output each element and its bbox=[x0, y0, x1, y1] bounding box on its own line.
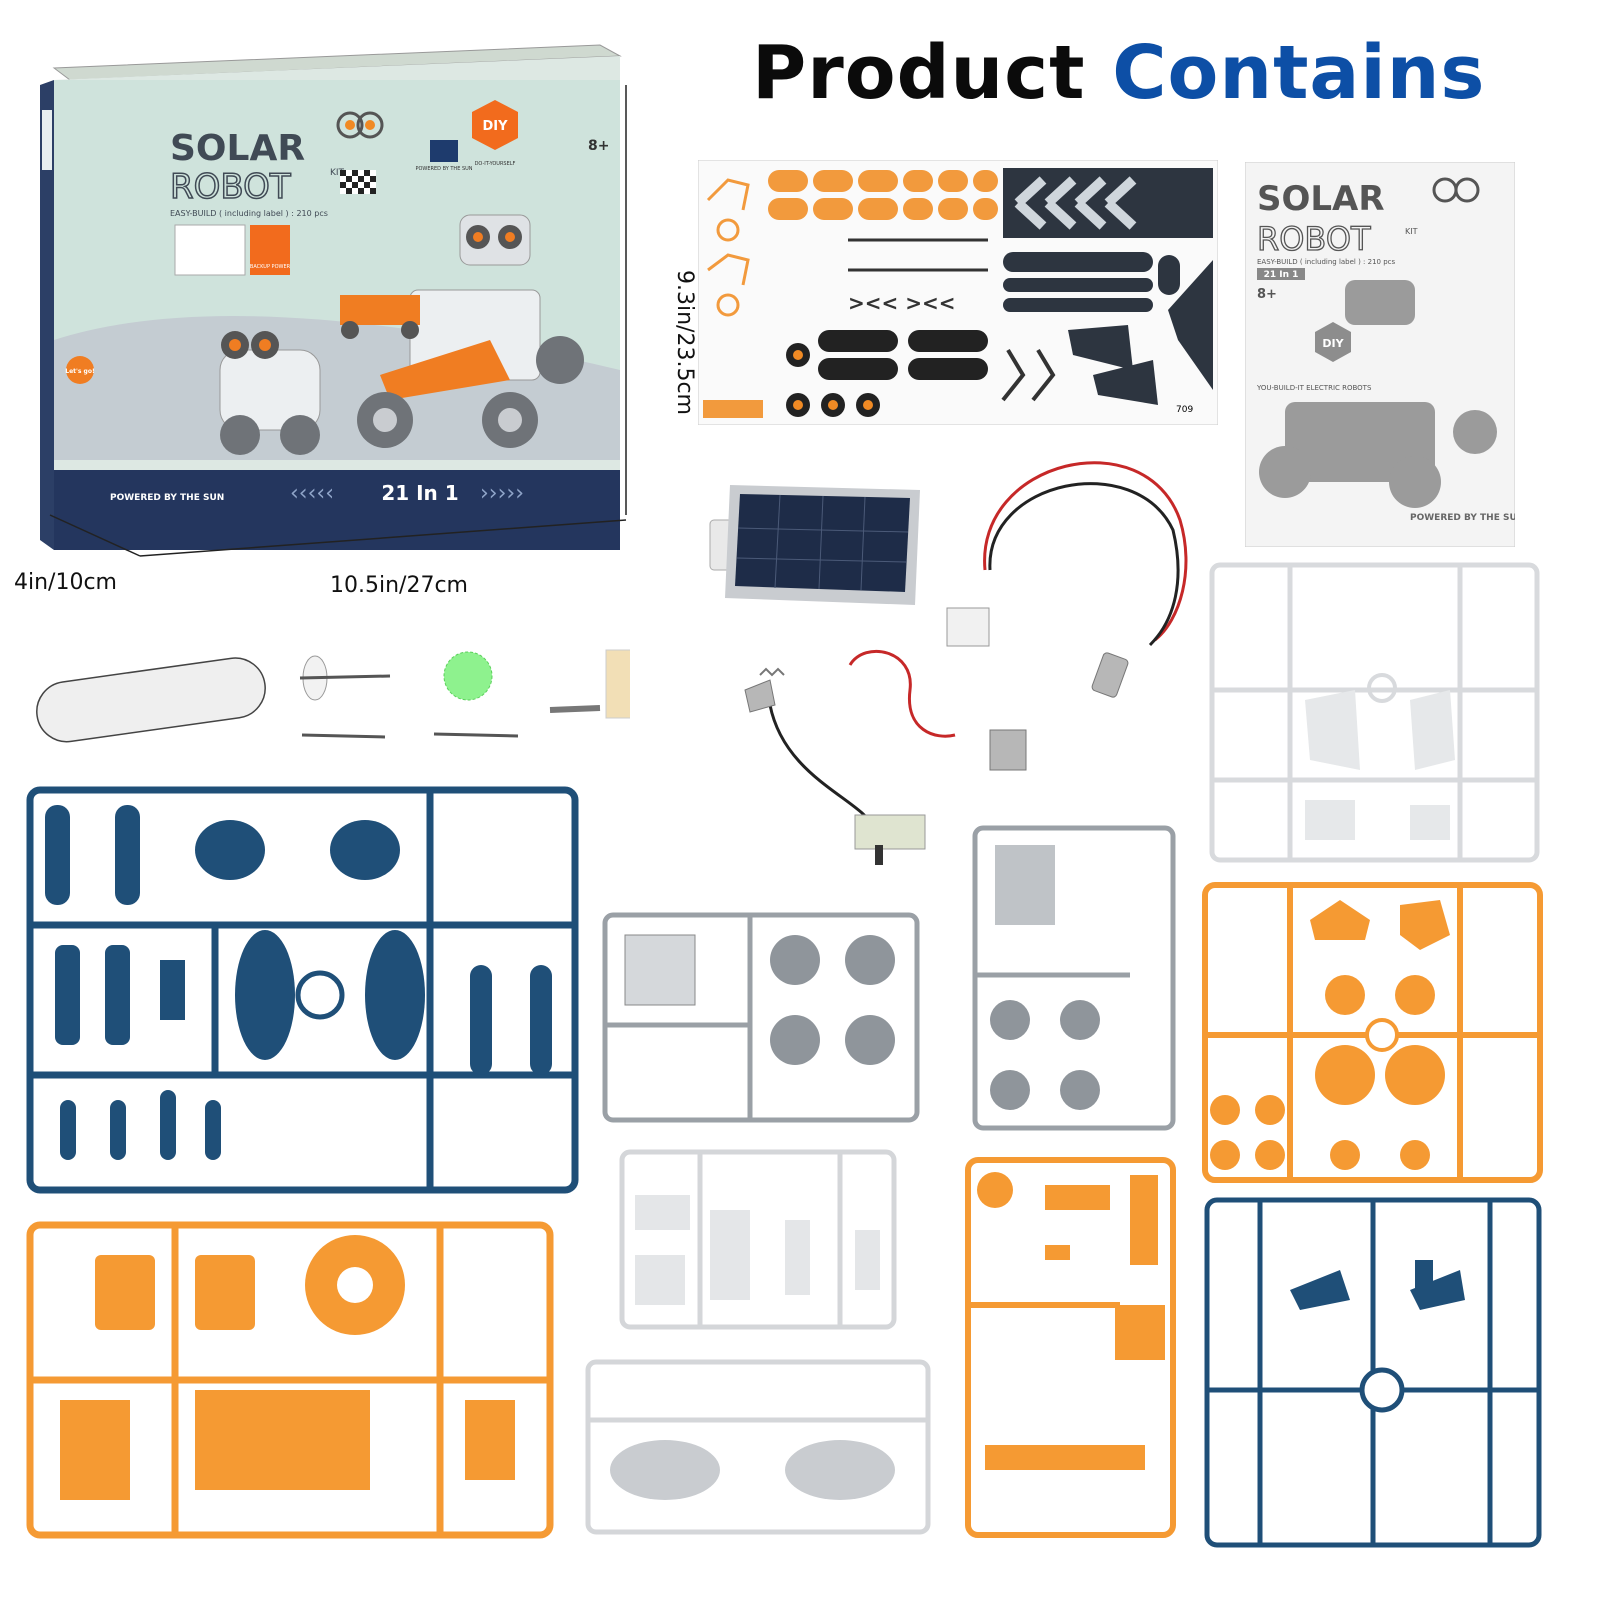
tape-pad bbox=[605, 649, 630, 719]
manual-kit: KIT bbox=[1405, 227, 1418, 236]
screw-icon bbox=[549, 705, 601, 713]
sprue-white-bottom bbox=[585, 1359, 931, 1535]
page-title: Product Contains bbox=[752, 30, 1552, 116]
dimension-depth: 4in/10cm bbox=[14, 570, 117, 595]
svg-text:><< ><<: ><< ><< bbox=[848, 291, 956, 315]
svg-text:›››››: ››››› bbox=[480, 481, 524, 506]
box-powered-footer: POWERED BY THE SUN bbox=[110, 493, 224, 503]
dimension-width: 10.5in/27cm bbox=[330, 573, 468, 598]
sprue-gray-wheels bbox=[602, 912, 920, 1123]
sticker-sheet-number: 709 bbox=[1176, 405, 1193, 415]
box-diy: DIY bbox=[482, 119, 508, 134]
box-age: 8+ bbox=[588, 138, 609, 154]
spring-icon bbox=[759, 667, 785, 677]
manual-subtitle: EASY-BUILD ( including label ) : 210 pcs bbox=[1257, 258, 1396, 266]
checkered-flag-icon bbox=[340, 170, 376, 194]
manual-age: 8+ bbox=[1257, 287, 1277, 302]
sticker-sheet: ><< ><< 709 bbox=[698, 160, 1218, 425]
solar-panel bbox=[709, 485, 920, 605]
dimension-lines bbox=[49, 85, 627, 557]
box-kit: KIT bbox=[330, 168, 345, 178]
battery-clip-icon bbox=[744, 679, 776, 713]
box-brand-top: SOLAR bbox=[170, 128, 305, 169]
box-diy-sub: DO-IT-YOURSELF bbox=[475, 161, 516, 167]
axle-pin-1 bbox=[301, 733, 386, 739]
product-box: SOLAR ROBOT KIT EASY-BUILD ( including l… bbox=[40, 44, 622, 550]
svg-text:‹‹‹‹‹: ‹‹‹‹‹ bbox=[290, 481, 334, 506]
manual-count: 21 In 1 bbox=[1264, 270, 1299, 280]
wire-motor-switch bbox=[744, 461, 1188, 865]
box-backup: BACKUP POWER bbox=[250, 264, 291, 270]
box-powered-badge: POWERED BY THE SUN bbox=[415, 166, 472, 172]
sprue-orange-small bbox=[965, 1157, 1176, 1538]
box-robot-main bbox=[357, 214, 584, 448]
switch-icon bbox=[854, 814, 926, 850]
box-subtitle: EASY-BUILD ( including label ) : 210 pcs bbox=[170, 209, 328, 218]
manual-diy: DIY bbox=[1322, 337, 1344, 350]
small-parts bbox=[36, 649, 630, 743]
manual-brand-bottom: ROBOT bbox=[1257, 220, 1371, 258]
motor-connector bbox=[946, 607, 990, 647]
box-count: 21 In 1 bbox=[381, 481, 458, 505]
box-robot-far bbox=[340, 295, 420, 339]
instruction-manual: SOLAR ROBOT KIT EASY-BUILD ( including l… bbox=[1245, 162, 1515, 547]
manual-brand-top: SOLAR bbox=[1257, 179, 1385, 219]
title-word-product: Product bbox=[752, 30, 1086, 116]
title-word-contains: Contains bbox=[1112, 30, 1486, 116]
box-robot-small bbox=[219, 331, 321, 455]
sprue-gray-small-wheels bbox=[972, 825, 1176, 1131]
manual-blurb: YOU-BUILD-IT ELECTRIC ROBOTS bbox=[1256, 384, 1372, 392]
diy-badge: DIY DO-IT-YOURSELF bbox=[472, 100, 518, 167]
sprue-blue-large bbox=[26, 786, 579, 1194]
battery-holder-icon bbox=[989, 729, 1027, 771]
green-gear bbox=[443, 651, 493, 701]
sprue-orange-large bbox=[26, 1221, 554, 1539]
box-lets-go: Let's go! bbox=[65, 368, 94, 375]
box-brand-bottom: ROBOT bbox=[170, 167, 291, 207]
sanding-stick bbox=[36, 657, 266, 743]
sprue-blue-small bbox=[1204, 1197, 1542, 1548]
sprue-white-top bbox=[1209, 562, 1540, 863]
motor-icon bbox=[1091, 652, 1129, 698]
manual-powered: POWERED BY THE SUN bbox=[1410, 513, 1515, 523]
axle-pin-2 bbox=[433, 732, 519, 738]
sprue-white-center bbox=[619, 1149, 897, 1330]
